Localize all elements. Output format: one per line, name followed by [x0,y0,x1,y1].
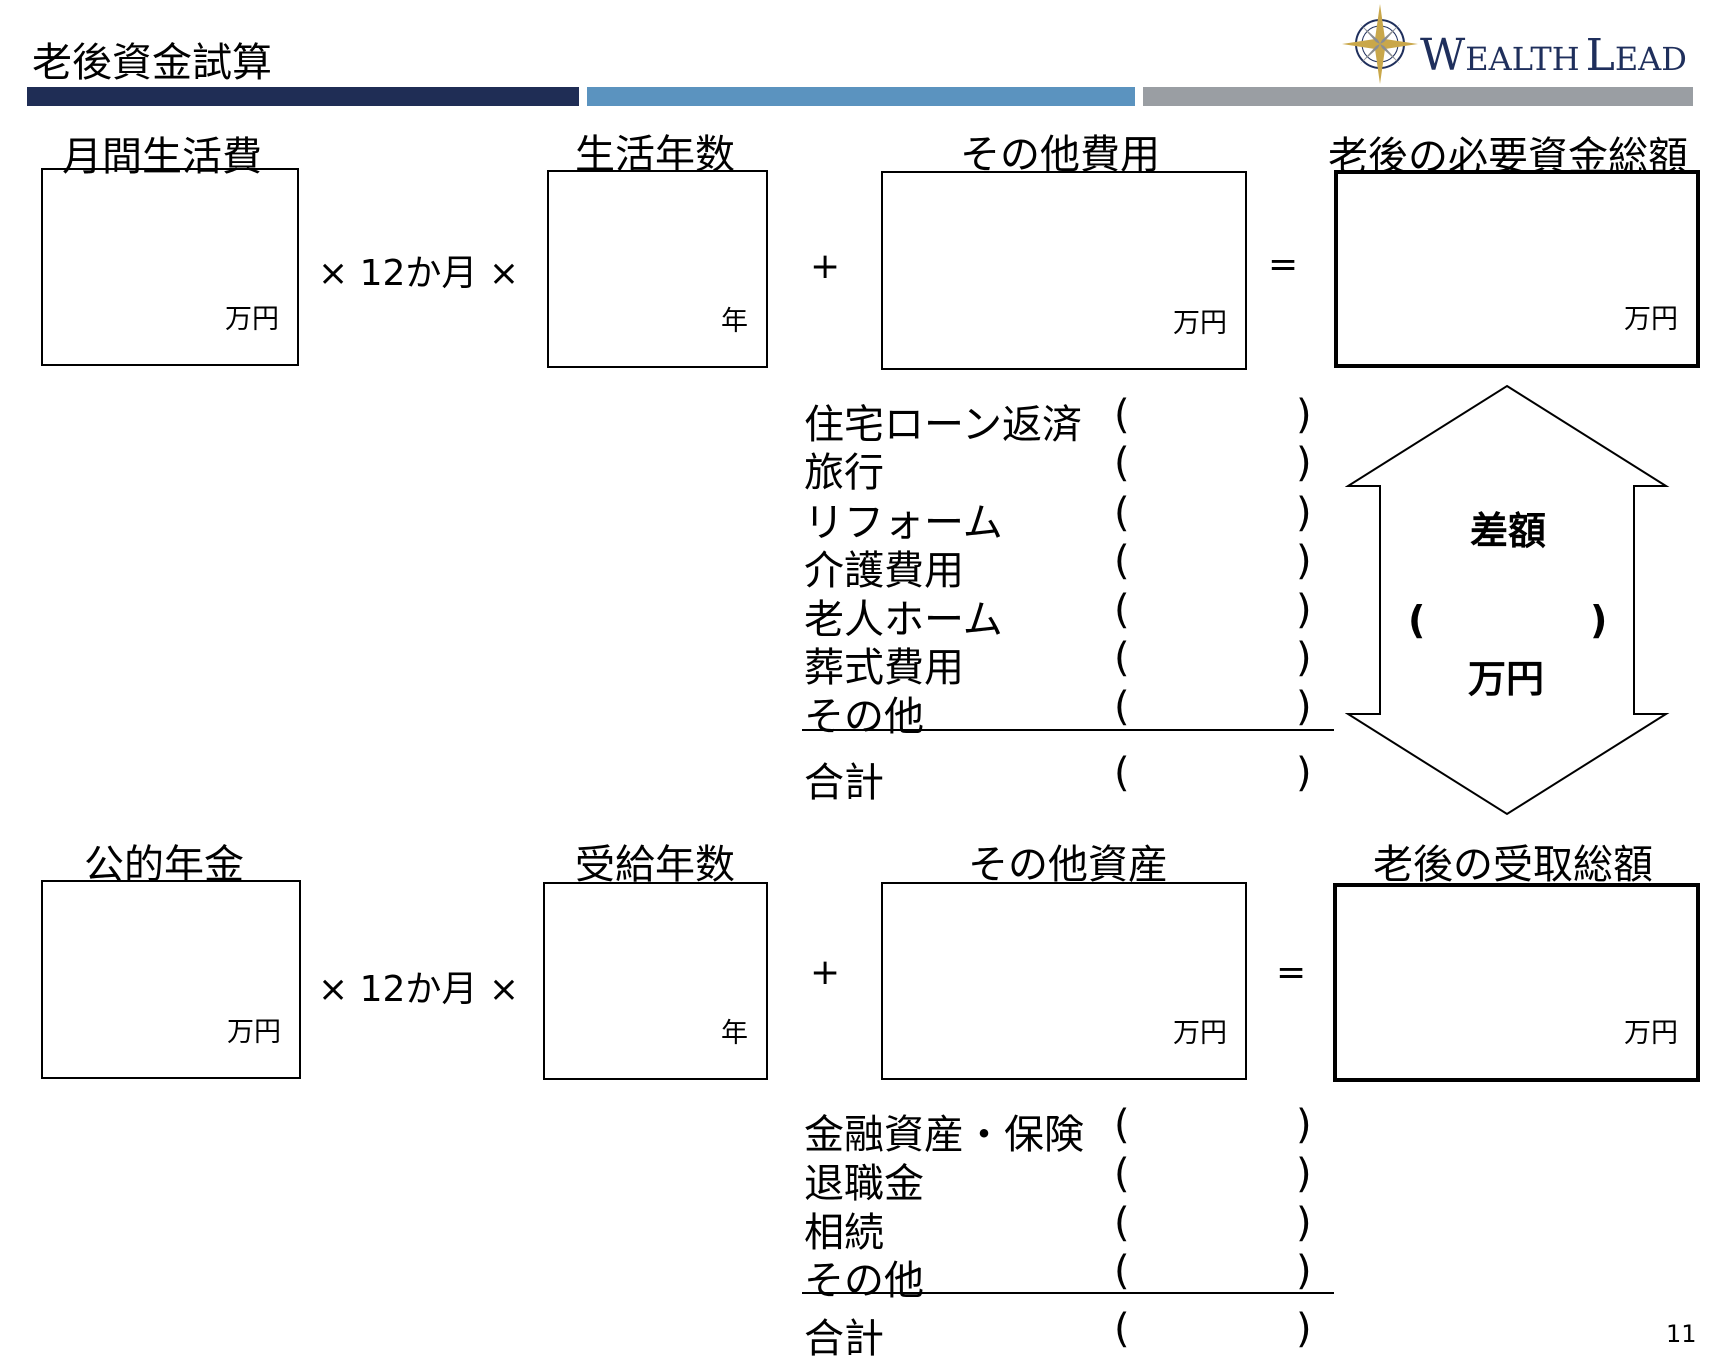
receiving-years-box[interactable]: 年 [543,882,768,1080]
list-item-close-paren: ) [1296,1102,1312,1148]
page-title: 老後資金試算 [32,40,272,86]
list-item-open-paren: ( [1114,587,1130,633]
header-bar-gray [1143,87,1693,106]
unit-label: 万円 [225,304,279,335]
list-item-close-paren: ) [1296,1151,1312,1197]
equals-sign: = [1268,244,1299,285]
list-item-open-paren: ( [1114,1200,1130,1246]
receiving-years-label: 受給年数 [575,842,735,888]
list-item: 老人ホーム [804,597,1003,643]
required-total-box[interactable]: 万円 [1334,170,1700,368]
list-item: 介護費用 [804,548,964,594]
other-assets-label: その他資産 [968,842,1168,888]
list-item-close-paren: ) [1296,538,1312,584]
unit-label: 万円 [1173,1018,1227,1049]
received-total-box[interactable]: 万円 [1333,883,1700,1082]
compass-star-icon [1342,4,1418,84]
unit-label: 万円 [1624,1018,1678,1049]
other-expenses-box[interactable]: 万円 [881,171,1247,370]
list-item-close-paren: ) [1296,440,1312,486]
difference-open-paren: ( [1408,598,1426,642]
times-12-months: × 12か月 × [318,969,520,1010]
list-item-open-paren: ( [1114,392,1130,438]
list-item-open-paren: ( [1114,538,1130,584]
difference-unit: 万円 [1468,657,1545,701]
list-item-close-paren: ) [1296,1306,1312,1352]
income-total-label: 合計 [804,1316,884,1362]
received-total-label: 老後の受取総額 [1373,842,1653,888]
list-item-close-paren: ) [1296,587,1312,633]
list-item: 金融資産・保険 [804,1112,1084,1158]
public-pension-box[interactable]: 万円 [41,880,301,1079]
list-item-open-paren: ( [1114,440,1130,486]
plus-sign: + [810,246,841,287]
difference-double-arrow [1345,384,1670,816]
list-item-open-paren: ( [1114,1151,1130,1197]
list-item-close-paren: ) [1296,490,1312,536]
list-item-open-paren: ( [1114,750,1130,796]
list-item-open-paren: ( [1114,635,1130,681]
list-item-open-paren: ( [1114,684,1130,730]
list-item: 旅行 [804,450,884,496]
times-12-months: × 12か月 × [318,253,520,294]
list-item-open-paren: ( [1114,1248,1130,1294]
list-item-close-paren: ) [1296,392,1312,438]
list-item-close-paren: ) [1296,684,1312,730]
difference-label: 差額 [1470,509,1547,553]
list-item: 住宅ローン返済 [804,402,1082,448]
list-item-open-paren: ( [1114,1306,1130,1352]
equals-sign: = [1276,952,1307,993]
page-number: 11 [1666,1320,1697,1348]
list-item: 相続 [804,1210,884,1256]
header-bar-navy [27,87,579,106]
list-item-close-paren: ) [1296,750,1312,796]
difference-close-paren: ) [1590,598,1608,642]
header-bar-blue [587,87,1135,106]
list-item: リフォーム [804,500,1003,546]
unit-label: 万円 [227,1017,281,1048]
sum-divider [802,1292,1334,1294]
list-item-close-paren: ) [1296,1200,1312,1246]
list-item: その他 [804,1258,924,1304]
other-expenses-label: その他費用 [960,132,1160,178]
unit-label: 万円 [1173,308,1227,339]
list-item-close-paren: ) [1296,1248,1312,1294]
list-item: 葬式費用 [804,645,964,691]
list-item-open-paren: ( [1114,1102,1130,1148]
other-assets-box[interactable]: 万円 [881,882,1247,1080]
unit-label: 万円 [1624,304,1678,335]
list-item: その他 [804,694,924,740]
monthly-living-cost-label: 月間生活費 [62,134,262,180]
plus-sign: + [810,952,841,993]
wealth-lead-logo [1340,0,1420,88]
sum-divider [802,729,1334,731]
expense-total-label: 合計 [804,760,884,806]
unit-label: 年 [721,306,748,337]
unit-label: 年 [721,1018,748,1049]
list-item-close-paren: ) [1296,635,1312,681]
living-years-box[interactable]: 年 [547,170,768,368]
list-item: 退職金 [804,1161,924,1207]
list-item-open-paren: ( [1114,490,1130,536]
monthly-living-cost-box[interactable]: 万円 [41,168,299,366]
